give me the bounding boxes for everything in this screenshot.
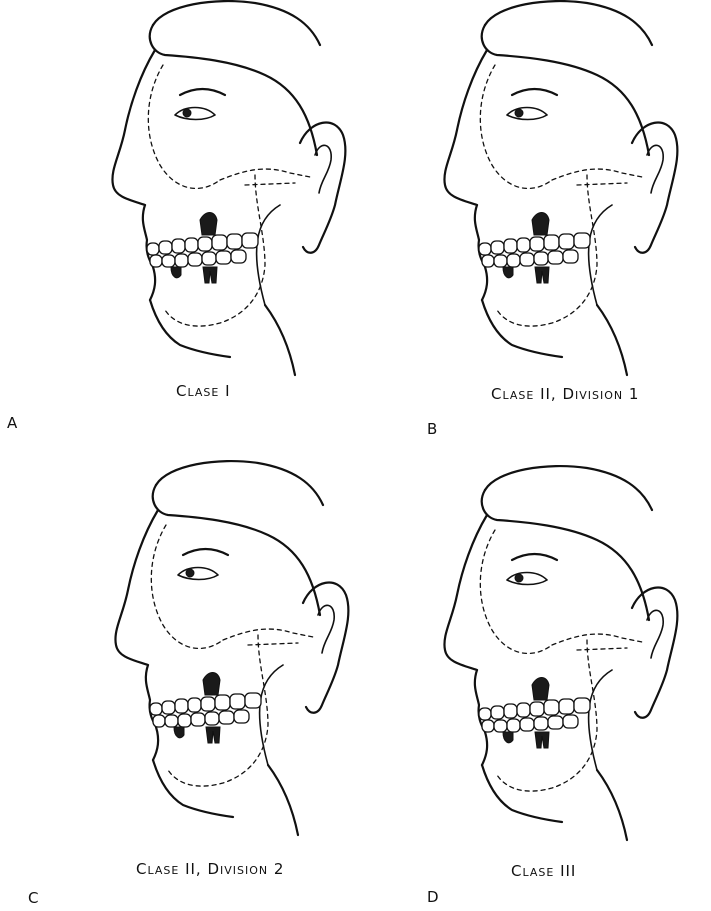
panel-label-d: D <box>427 888 439 906</box>
profile-clase-ii-division-1 <box>444 1 677 375</box>
panel-label-b: B <box>427 420 437 438</box>
panel-label-a: A <box>7 414 17 432</box>
profile-clase-iii <box>444 466 677 840</box>
caption-panel-a: Clase I <box>176 382 231 400</box>
caption-panel-b: Clase II, Division 1 <box>491 385 639 403</box>
panel-label-c: C <box>28 889 38 907</box>
profile-clase-ii-division-2 <box>115 461 348 835</box>
profile-clase-i <box>112 1 345 375</box>
caption-panel-c: Clase II, Division 2 <box>136 860 284 878</box>
caption-panel-d: Clase III <box>511 862 576 880</box>
